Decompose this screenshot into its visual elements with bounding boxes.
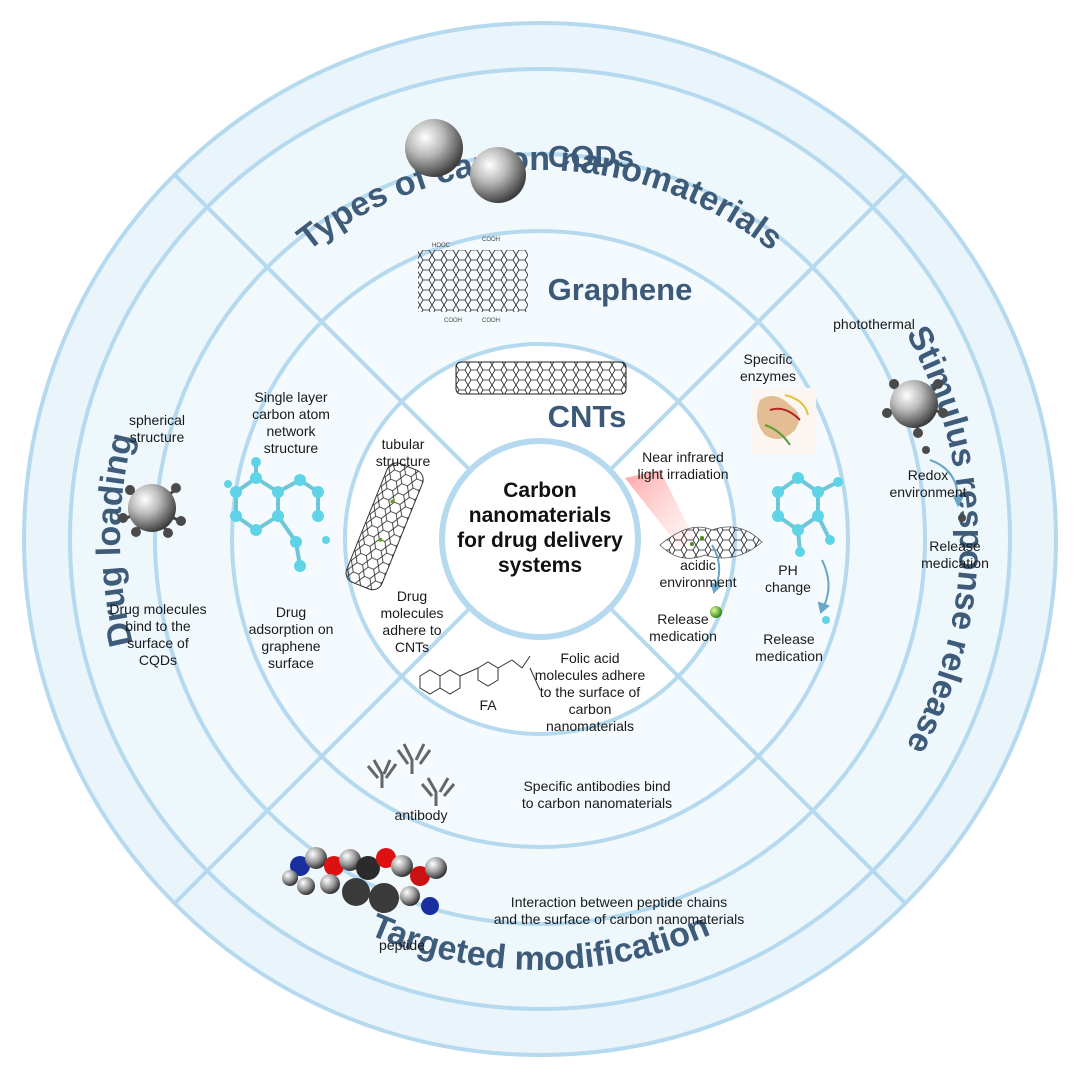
- drug-molecule-right-illustration: [772, 472, 843, 557]
- label-graphene-adsorb: Drug adsorption on graphene surface: [248, 604, 334, 671]
- release-arrow-mid: [817, 559, 830, 614]
- redox-sphere-illustration: [882, 379, 948, 438]
- drug-ball-dark-1: [922, 446, 930, 454]
- label-photothermal: photothermal: [833, 316, 915, 332]
- svg-text:HOOC: HOOC: [432, 243, 451, 249]
- drug-ball-dark-2: [958, 514, 966, 522]
- enzyme-illustration: [752, 388, 816, 454]
- cnt-horizontal-illustration: [455, 361, 627, 395]
- label-cqd-bind: Drug molecules bind to the surface of CQ…: [109, 601, 207, 668]
- antibody-illustration: [366, 743, 456, 806]
- sector-dividers: [173, 173, 907, 905]
- label-acidic: acidic environment: [659, 557, 737, 590]
- label-fa: FA: [479, 697, 497, 713]
- cqd-drug-illustration: [118, 483, 186, 538]
- label-release-mid: Release medication: [755, 631, 823, 664]
- label-cnts: CNTs: [547, 399, 627, 434]
- label-peptide-desc: Interaction between peptide chains and t…: [493, 894, 745, 927]
- label-redox: Redox environment: [889, 467, 967, 500]
- label-antibody-desc: Specific antibodies bind to carbon nanom…: [521, 778, 673, 811]
- drug-molecule-left-illustration: [224, 457, 330, 572]
- label-cnt-adhere: Drug molecules adhere to CNTs: [380, 588, 444, 655]
- svg-text:COOH: COOH: [444, 318, 462, 324]
- label-enzymes: Specific enzymes: [739, 351, 797, 384]
- label-nir: Near infrared light irradiation: [637, 449, 729, 482]
- graphene-sheet-illustration: [659, 526, 763, 559]
- label-ph-change: PH change: [765, 562, 811, 595]
- label-single-layer: Single layer carbon atom network structu…: [252, 389, 330, 456]
- cqd-spheres-illustration: [405, 119, 526, 203]
- release-arrow-outer: [929, 459, 964, 508]
- label-folic-acid: Folic acid molecules adhere to the surfa…: [534, 650, 646, 734]
- drug-ball-cyan: [822, 616, 830, 624]
- release-arrow-inner: [710, 544, 722, 594]
- label-spherical-structure: spherical structure: [128, 412, 186, 445]
- center-title: Carbon nanomaterials for drug delivery s…: [457, 479, 623, 577]
- svg-text:COOH: COOH: [482, 237, 500, 243]
- graphene-structure-illustration: HOOC COOH COOH COOH: [418, 237, 528, 324]
- drug-ball-green: [710, 606, 722, 618]
- cnt-tube-illustration: [345, 462, 424, 591]
- nir-beam-illustration: [625, 470, 695, 548]
- label-tubular-structure: tubular structure: [375, 436, 431, 469]
- label-antibody: antibody: [394, 807, 448, 823]
- label-graphene: Graphene: [547, 272, 693, 307]
- label-release-inner: Release medication: [649, 611, 717, 644]
- peptide-illustration: [282, 847, 447, 915]
- center-circle: [439, 438, 641, 640]
- label-peptide: peptide: [379, 937, 425, 953]
- label-cqds: CQDs: [547, 139, 635, 174]
- folic-acid-illustration: [419, 655, 541, 695]
- svg-text:COOH: COOH: [482, 318, 500, 324]
- label-release-outer: Release medication: [921, 538, 989, 571]
